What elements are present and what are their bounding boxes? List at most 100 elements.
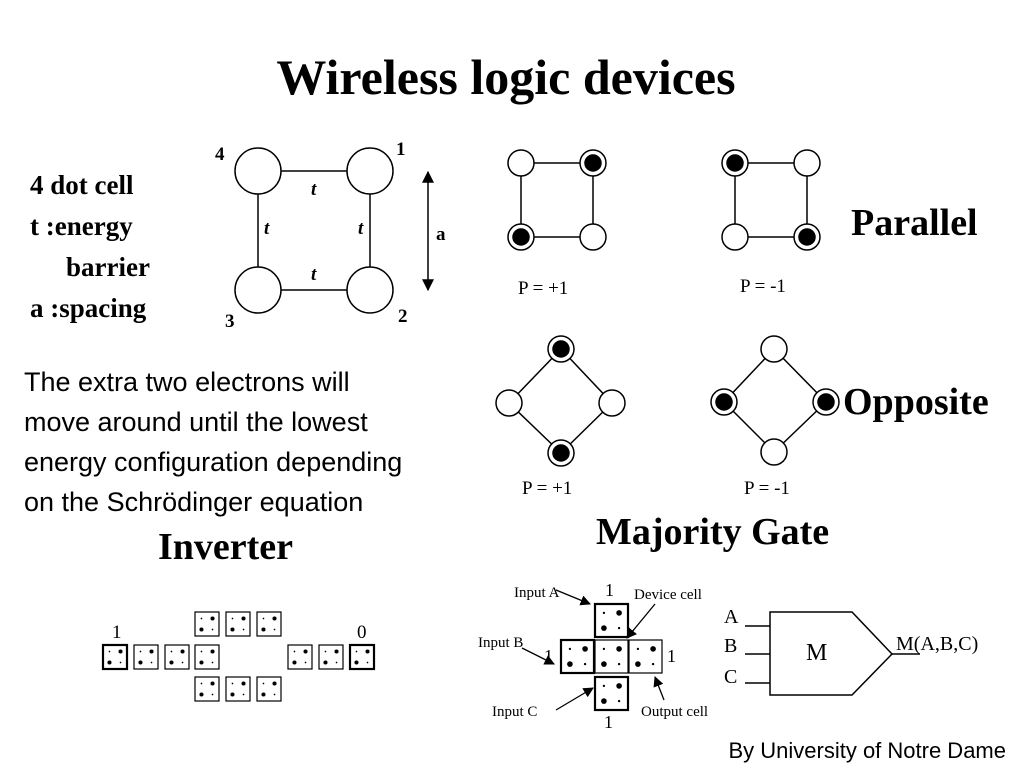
quantum-dot-2 [346,266,394,314]
empty-dot [304,661,307,664]
output-cell-label: Output cell [641,704,708,720]
electron-dot [650,646,656,652]
quantum-dot-1 [346,147,394,195]
qca-cell [225,676,251,702]
input-a-label: Input A [514,585,560,601]
electron-dot [210,681,215,686]
opposite-plus-label: P = +1 [522,478,572,499]
quantum-dot-4 [234,147,282,195]
empty-dot [231,617,234,620]
electron-dot [241,616,246,621]
qca-cell-frame [559,638,596,675]
empty-dot [262,617,265,620]
gate-symbol-label: M [806,640,827,666]
empty-dot [617,699,621,703]
qca-cell-frame [256,611,282,637]
empty-dot [211,628,214,631]
empty-dot [760,335,788,363]
empty-dot [211,693,214,696]
empty-dot [293,650,296,653]
electron-fill [817,393,835,411]
qca-cell-frame [256,676,282,702]
empty-dot [602,647,606,651]
empty-dot [583,662,587,666]
qca-cell-frame [225,611,251,637]
legend-energy-barrier-cont: barrier [66,252,150,282]
qca-cell-frame [164,644,190,670]
electron-dot [199,692,204,697]
qca-cell-frame [348,643,376,671]
electron-dot [323,660,328,665]
cell-frame [520,162,594,238]
empty-dot [119,661,122,664]
barrier-label: t [311,264,317,285]
electron-dot [210,616,215,621]
empty-dot [181,661,184,664]
qca-cell-frame [593,602,630,639]
qca-cell [164,644,190,670]
electron-fill [552,444,570,462]
opposite-cell-minus [710,335,840,466]
gate-input-a: A [724,606,739,628]
qca-cell [133,644,159,670]
parallel-plus-label: P = +1 [518,278,568,299]
majority-gate-symbol [745,611,920,696]
electron-dot [230,692,235,697]
qca-cell [194,644,220,670]
empty-dot [651,662,655,666]
electron-dot [241,681,246,686]
empty-dot [324,650,327,653]
qca-cell-frame [225,676,251,702]
electron-dot [149,649,154,654]
electron-dot [601,698,607,704]
description-line: move around until the lowest [24,407,368,437]
empty-dot [568,647,572,651]
barrier-label: t [264,218,270,239]
electron-fill [726,154,744,172]
gate-body [769,611,894,696]
cell-value-bottom: 1 [604,712,613,732]
electron-dot [354,660,359,665]
device-cell-arrow [626,603,656,639]
legend-spacing: a :spacing [30,293,147,323]
dot-number-label: 4 [215,144,225,165]
input-b-label: Input B [478,635,523,651]
electron-dot [107,660,112,665]
gate-input-c: C [724,666,737,688]
qca-cell-frame [194,676,220,702]
parallel-heading: Parallel [851,202,978,244]
electron-dot [261,692,266,697]
empty-dot [602,611,606,615]
qca-cell-frame [318,644,344,670]
electron-dot [601,661,607,667]
empty-dot [108,650,111,653]
empty-dot [211,661,214,664]
electron-dot [292,660,297,665]
electron-dot [601,625,607,631]
qca-cell-frame [194,611,220,637]
input-a-arrow [555,589,591,606]
empty-dot [617,662,621,666]
dot-number-label: 3 [225,311,235,332]
qca-cell-frame [594,639,629,674]
cell-frame [722,347,828,454]
input-c-label: Input C [492,704,537,720]
cell-value-top: 1 [605,580,614,600]
empty-dot [273,628,276,631]
empty-dot [242,693,245,696]
qca-cell [194,611,220,637]
gate-output-label: M(A,B,C) [896,633,978,655]
empty-dot [335,661,338,664]
qca-cell [256,676,282,702]
qca-cell-frame [593,675,630,712]
credit-text: By University of Notre Dame [728,738,1006,763]
legend-cell-type: 4 dot cell [30,170,134,200]
electron-fill [552,340,570,358]
output-cell-arrow [653,676,665,701]
electron-dot [199,660,204,665]
empty-dot [231,682,234,685]
dot-number-label: 2 [398,306,408,327]
input-b-arrow [521,647,555,665]
electron-dot [334,649,339,654]
